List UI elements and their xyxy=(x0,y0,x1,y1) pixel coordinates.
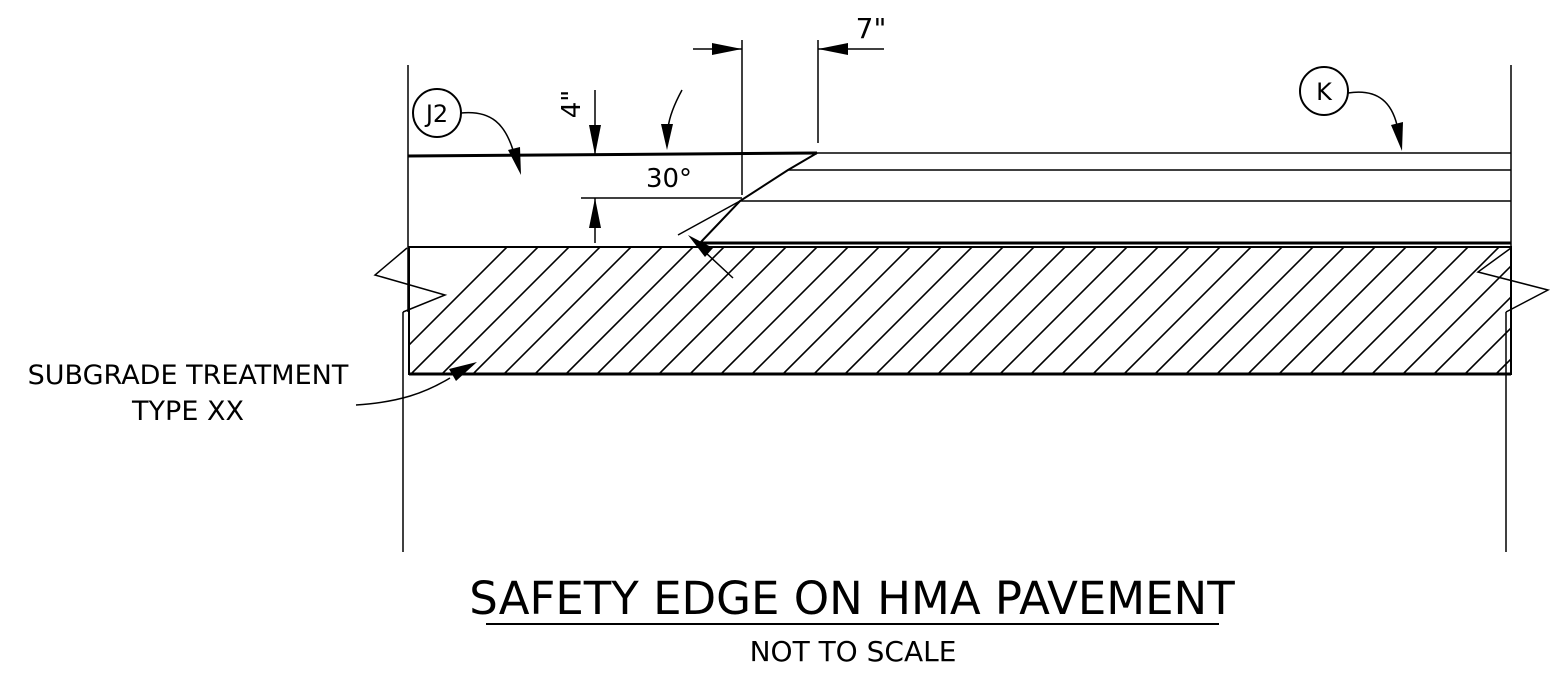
hatch-line xyxy=(1340,247,1469,374)
hatch-line xyxy=(1185,247,1314,374)
angle-leader-arrow xyxy=(661,124,673,150)
hatch-line xyxy=(1402,264,1511,374)
hatch-line xyxy=(441,247,570,374)
depth-dimension: 4" xyxy=(557,90,742,243)
drawing-title: SAFETY EDGE ON HMA PAVEMENT xyxy=(469,572,1235,625)
hatch-line xyxy=(844,247,973,374)
subgrade-leader xyxy=(355,377,451,406)
hatch-line xyxy=(1433,295,1511,374)
hatch-line xyxy=(1309,247,1438,374)
right-break-line xyxy=(1476,247,1551,313)
hatch-line xyxy=(999,247,1128,374)
hatch-line xyxy=(782,247,911,374)
hatch-line xyxy=(1154,247,1283,374)
hatch-line xyxy=(1216,247,1345,374)
width-dimension-text: 7" xyxy=(856,12,887,45)
hatch-line xyxy=(534,247,663,374)
hma-pavement-layers xyxy=(407,151,1511,245)
hatch-line xyxy=(503,247,632,374)
hatch-line xyxy=(410,247,539,374)
hatch-line xyxy=(472,247,601,374)
hatch-line xyxy=(906,247,1035,374)
edge-leader-line xyxy=(704,251,734,279)
existing-surface-line xyxy=(407,151,818,158)
subgrade-label-group: SUBGRADE TREATMENT TYPE XX xyxy=(28,360,477,427)
hatch-line xyxy=(409,247,508,347)
callout-j2-label: J2 xyxy=(424,100,448,128)
hatch-line xyxy=(565,247,694,374)
hatch-line xyxy=(1527,247,1555,374)
edge-leader xyxy=(688,235,734,279)
title-block: SAFETY EDGE ON HMA PAVEMENT NOT TO SCALE xyxy=(469,572,1235,668)
hatch-line xyxy=(813,247,942,374)
angle-dimension-text: 30° xyxy=(646,164,692,194)
hatch-line xyxy=(1092,247,1221,374)
hatch-line xyxy=(627,247,756,374)
hatch-line xyxy=(937,247,1066,374)
callout-j2-arrow xyxy=(508,147,521,175)
hatch-line xyxy=(968,247,1097,374)
safety-edge-lower-slope xyxy=(677,200,741,236)
hatch-line xyxy=(1278,247,1407,374)
callout-k: K xyxy=(1299,66,1403,151)
hatch-line xyxy=(1247,247,1376,374)
hatch-line xyxy=(1371,247,1500,374)
callout-k-leader xyxy=(1347,91,1398,126)
hatch-line xyxy=(720,247,849,374)
hatch-line xyxy=(1061,247,1190,374)
edge-leader-arrow xyxy=(688,235,713,257)
hatch-line xyxy=(658,247,787,374)
subgrade-label-line1: SUBGRADE TREATMENT xyxy=(28,360,349,391)
hatch-line xyxy=(596,247,725,374)
callout-k-circle xyxy=(1299,66,1349,116)
subgrade-hatching xyxy=(409,247,1555,374)
angle-annotation: 30° xyxy=(646,89,692,194)
hatch-line xyxy=(1495,357,1511,374)
hatch-line xyxy=(875,247,1004,374)
width-arrow-left xyxy=(712,43,742,55)
safety-edge-slope xyxy=(699,152,818,244)
hatch-line xyxy=(689,247,818,374)
width-dimension: 7" xyxy=(693,12,886,195)
depth-dimension-text: 4" xyxy=(557,90,587,119)
callout-k-label: K xyxy=(1316,78,1333,106)
hatch-line xyxy=(751,247,880,374)
callout-j2-leader xyxy=(460,111,514,151)
hatch-line xyxy=(1123,247,1252,374)
depth-arrow-bottom xyxy=(589,198,601,228)
hatch-line xyxy=(1464,326,1511,374)
depth-arrow-top xyxy=(589,125,601,155)
callout-j2: J2 xyxy=(412,88,521,175)
subgrade-label-line2: TYPE XX xyxy=(131,396,244,427)
angle-leader xyxy=(667,89,683,129)
subgrade-outline xyxy=(408,246,1512,375)
width-arrow-right xyxy=(818,43,848,55)
subgrade-treatment-layer xyxy=(408,246,1555,376)
callout-k-arrow xyxy=(1391,122,1403,151)
subgrade-leader-arrow xyxy=(449,362,477,381)
hatch-line xyxy=(1030,247,1159,374)
drawing-subtitle: NOT TO SCALE xyxy=(750,635,957,668)
